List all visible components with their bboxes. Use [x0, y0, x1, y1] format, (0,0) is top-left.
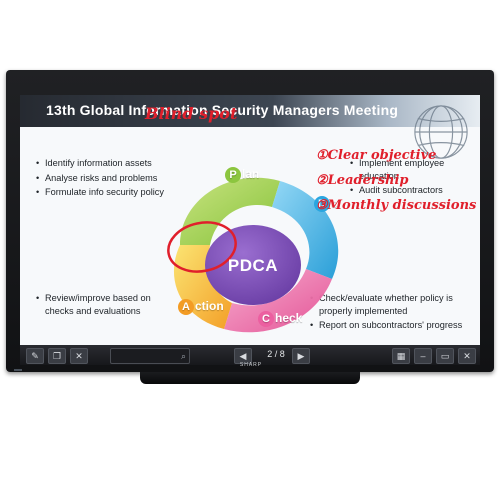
pdca-center: [205, 225, 301, 305]
plan-segment: [180, 177, 280, 245]
stage-initial: C: [258, 311, 274, 327]
stage-initial: D: [314, 196, 330, 212]
list-item: Review/improve based on checks and evalu…: [36, 292, 156, 317]
display-stand: [140, 372, 360, 384]
list-item: Formulate info security policy: [36, 186, 206, 199]
status-indicator: [14, 369, 22, 371]
stage-initial: A: [178, 299, 194, 315]
bullets-do: Implement employee education Audit subco…: [350, 157, 470, 199]
list-item: Implement employee education: [350, 157, 470, 182]
window-icon[interactable]: ▭: [436, 348, 454, 364]
stage-rest: ction: [195, 299, 224, 313]
bullets-action: Review/improve based on checks and evalu…: [36, 292, 156, 319]
previous-page-button[interactable]: ◀: [234, 348, 252, 364]
page-indicator: 2 / 8: [267, 349, 285, 359]
search-input[interactable]: ⌕: [110, 348, 190, 364]
brand-logo: SHARP: [239, 362, 263, 368]
next-page-button[interactable]: ▶: [292, 348, 310, 364]
tools-icon[interactable]: ✕: [70, 348, 88, 364]
list-item: Report on subcontractors' progress: [310, 319, 480, 332]
blind-spot-circle: [167, 221, 237, 273]
list-item: Analyse risks and problems: [36, 172, 206, 185]
pen-icon[interactable]: ✎: [26, 348, 44, 364]
list-item: Identify information assets: [36, 157, 206, 170]
annotation-item: ②Leadership: [316, 173, 409, 188]
stage-rest: heck: [275, 311, 303, 325]
layout-icon[interactable]: ▦: [392, 348, 410, 364]
annotation-blind-spot: Blind spot: [145, 104, 238, 123]
do-segment: [272, 181, 339, 279]
slide-title: 13th Global Information Security Manager…: [46, 102, 399, 118]
close-icon[interactable]: ✕: [458, 348, 476, 364]
annotation-item: ③Monthly discussions: [316, 198, 477, 213]
check-segment: [224, 269, 332, 333]
stage-rest: o: [331, 196, 339, 210]
pdca-label: PDCA: [227, 256, 279, 275]
stage-initial: P: [225, 167, 241, 183]
copy-icon[interactable]: ❐: [48, 348, 66, 364]
search-icon[interactable]: ⌕: [180, 351, 186, 361]
presentation-screen: 13th Global Information Security Manager…: [20, 95, 480, 345]
stage-rest: lan: [242, 167, 260, 181]
minimize-icon[interactable]: –: [414, 348, 432, 364]
slide-content: Identify information assets Analyse risk…: [20, 127, 480, 345]
annotation-item: ①Clear objective: [316, 148, 437, 163]
bullets-plan: Identify information assets Analyse risk…: [36, 157, 206, 201]
list-item: Audit subcontractors: [350, 184, 470, 197]
slide-title-bar: 13th Global Information Security Manager…: [20, 95, 480, 159]
display-taskbar: ✎ ❐ ✕ ⌕ ◀ 2 / 8 ▶ ▦ – ▭ ✕: [20, 345, 480, 365]
